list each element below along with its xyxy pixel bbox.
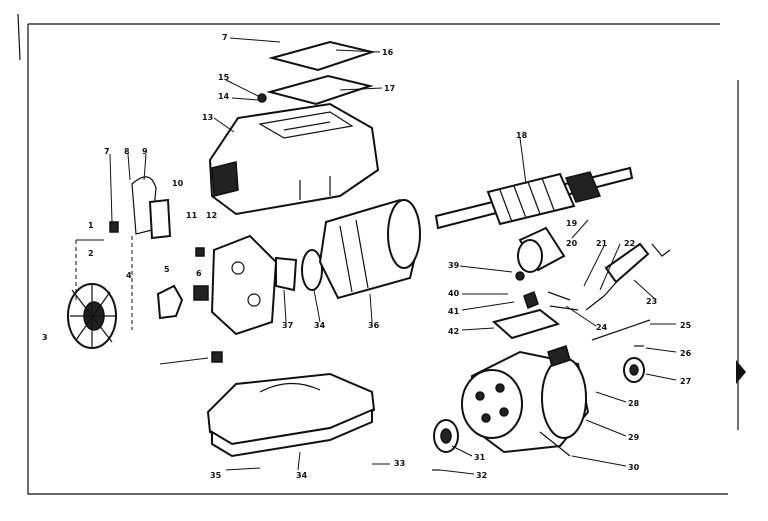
callout-label: 8	[124, 147, 130, 156]
callout-label: 2	[88, 249, 94, 258]
callout-label: 33	[394, 459, 405, 468]
cover-plate	[257, 40, 376, 106]
callout-label: 35	[210, 471, 222, 480]
callout-label: 9	[142, 147, 148, 156]
callout-label: 7	[104, 147, 110, 156]
upper-housing	[208, 102, 380, 216]
part-callouts: 7 16 17 15 14 13 18 7 8 9 10 11 12 1 2 3…	[42, 33, 692, 480]
leader-lines	[76, 37, 677, 475]
callout-label: 24	[596, 323, 608, 332]
callout-label: 15	[218, 73, 230, 82]
callout-label: 4	[126, 271, 132, 280]
callout-label: 22	[624, 239, 635, 248]
callout-label: 21	[596, 239, 608, 248]
bushings	[432, 345, 645, 471]
callout-label: 36	[368, 321, 380, 330]
lower-housing	[206, 351, 376, 458]
field-frame	[318, 198, 422, 300]
callout-label: 18	[516, 131, 528, 140]
diagram-frame	[17, 13, 746, 495]
callout-label: 11	[186, 211, 198, 220]
callout-label: 34	[314, 321, 326, 330]
callout-label: 23	[646, 297, 657, 306]
armature-shaft	[434, 166, 634, 230]
callout-label: 7	[222, 33, 228, 42]
callout-label: 39	[448, 261, 460, 270]
small-parts-left	[75, 176, 209, 330]
callout-label: 27	[680, 377, 691, 386]
callout-label: 37	[282, 321, 293, 330]
drive-housing	[461, 319, 651, 457]
callout-label: 26	[680, 349, 692, 358]
callout-label: 17	[384, 84, 395, 93]
callout-label: 42	[448, 327, 459, 336]
callout-label: 3	[42, 333, 48, 342]
callout-label: 32	[476, 471, 487, 480]
callout-label: 41	[448, 307, 460, 316]
callout-label: 40	[448, 289, 460, 298]
callout-label: 29	[628, 433, 640, 442]
callout-label: 30	[628, 463, 640, 472]
solenoid-linkage	[491, 226, 671, 340]
callout-label: 5	[164, 265, 170, 274]
callout-label: 34	[296, 471, 308, 480]
callout-label: 12	[206, 211, 217, 220]
callout-label: 16	[382, 48, 394, 57]
callout-label: 28	[628, 399, 640, 408]
callout-label: 31	[474, 453, 486, 462]
callout-label: 10	[172, 179, 184, 188]
callout-label: 1	[88, 221, 94, 230]
callout-label: 13	[202, 113, 213, 122]
callout-label: 14	[218, 92, 230, 101]
callout-label: 25	[680, 321, 692, 330]
callout-label: 6	[196, 269, 202, 278]
fan-gear	[67, 283, 117, 349]
callout-label: 20	[566, 239, 578, 248]
callout-label: 19	[566, 219, 578, 228]
end-frame	[210, 234, 323, 336]
